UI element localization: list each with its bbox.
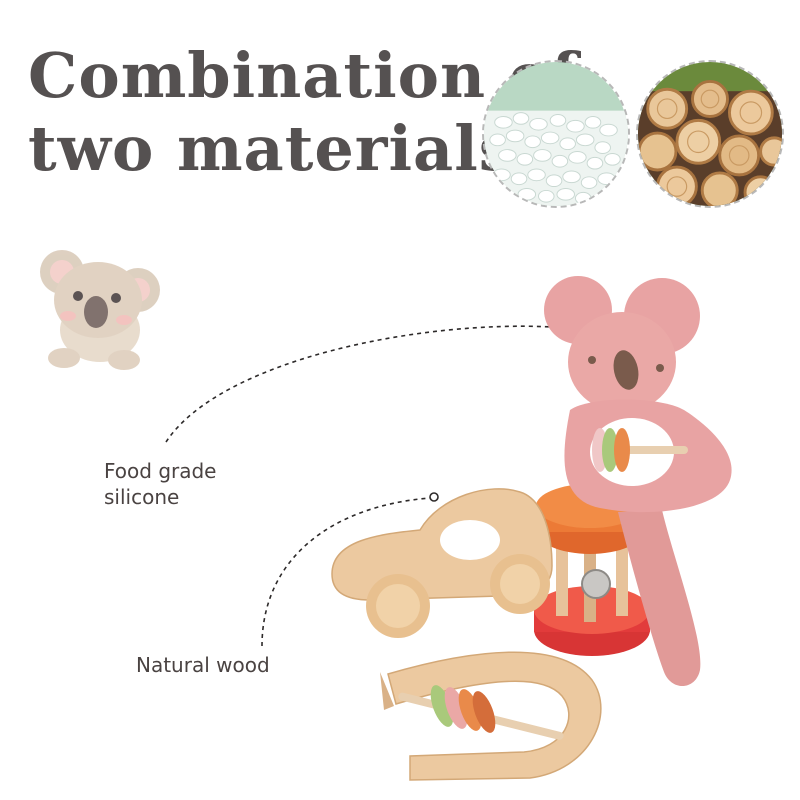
silicone-callout-line-2: silicone [104,485,180,509]
wooden-ring-teether [380,651,602,781]
wooden-car-toy [331,488,553,638]
silicone-leader-line [165,325,553,443]
silicone-granules-thumbnail [482,60,630,208]
koala-illustration [40,250,160,370]
headline-line-1: Combination of [28,39,579,112]
wood-leader-dot [429,492,439,502]
headline-line-2: two materials [28,111,515,185]
silicone-callout-line-1: Food grade [104,459,217,483]
koala-silicone-rattle [544,276,732,687]
wood-callout-label: Natural wood [136,652,270,678]
wood-leader-line [261,497,431,647]
headline: Combination of two materials [28,39,579,185]
silicone-callout-label: Food grade silicone [104,458,217,510]
bell-cage-rattle [534,484,650,656]
wood-callout-line-1: Natural wood [136,653,270,677]
